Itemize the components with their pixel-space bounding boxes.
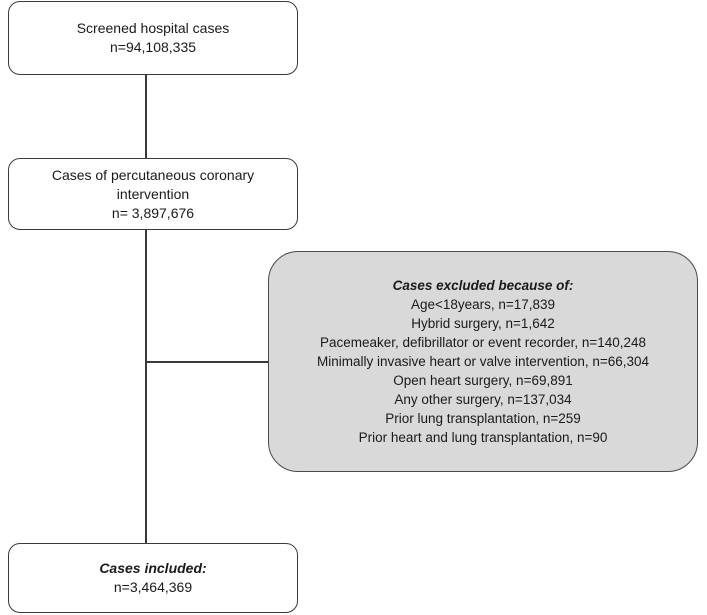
excluded-item-heart-lung-transplant: Prior heart and lung transplantation, n=… — [358, 430, 608, 445]
pci-title-line1: Cases of percutaneous coronary — [51, 166, 255, 183]
connector-pci-to-included — [145, 230, 147, 543]
excluded-item-minimally-invasive: Minimally invasive heart or valve interv… — [316, 354, 650, 369]
excluded-item-hybrid-surgery: Hybrid surgery, n=1,642 — [411, 316, 555, 331]
screened-title: Screened hospital cases — [76, 20, 230, 36]
excluded-item-other-surgery: Any other surgery, n=137,034 — [394, 392, 572, 407]
connector-screened-to-pci — [145, 75, 147, 158]
excluded-item-lung-transplant: Prior lung transplantation, n=259 — [385, 411, 581, 426]
pci-cases-box: Cases of percutaneous coronary intervent… — [8, 158, 298, 230]
pci-count: n= 3,897,676 — [111, 204, 195, 221]
screened-cases-box: Screened hospital cases n=94,108,335 — [8, 1, 298, 75]
excluded-cases-box: Cases excluded because of: Age<18years, … — [268, 251, 698, 472]
screened-count: n=94,108,335 — [109, 39, 197, 55]
excluded-item-open-heart: Open heart surgery, n=69,891 — [393, 373, 573, 388]
included-heading: Cases included: — [99, 560, 207, 576]
excluded-item-pacemaker: Pacemeaker, defibrillator or event recor… — [319, 335, 647, 350]
pci-title-line2: intervention — [116, 185, 190, 202]
excluded-heading: Cases excluded because of: — [392, 278, 574, 293]
excluded-item-age: Age<18years, n=17,839 — [410, 297, 556, 312]
connector-to-excluded — [145, 361, 268, 363]
included-cases-box: Cases included: n=3,464,369 — [8, 543, 298, 613]
included-count: n=3,464,369 — [113, 579, 193, 595]
